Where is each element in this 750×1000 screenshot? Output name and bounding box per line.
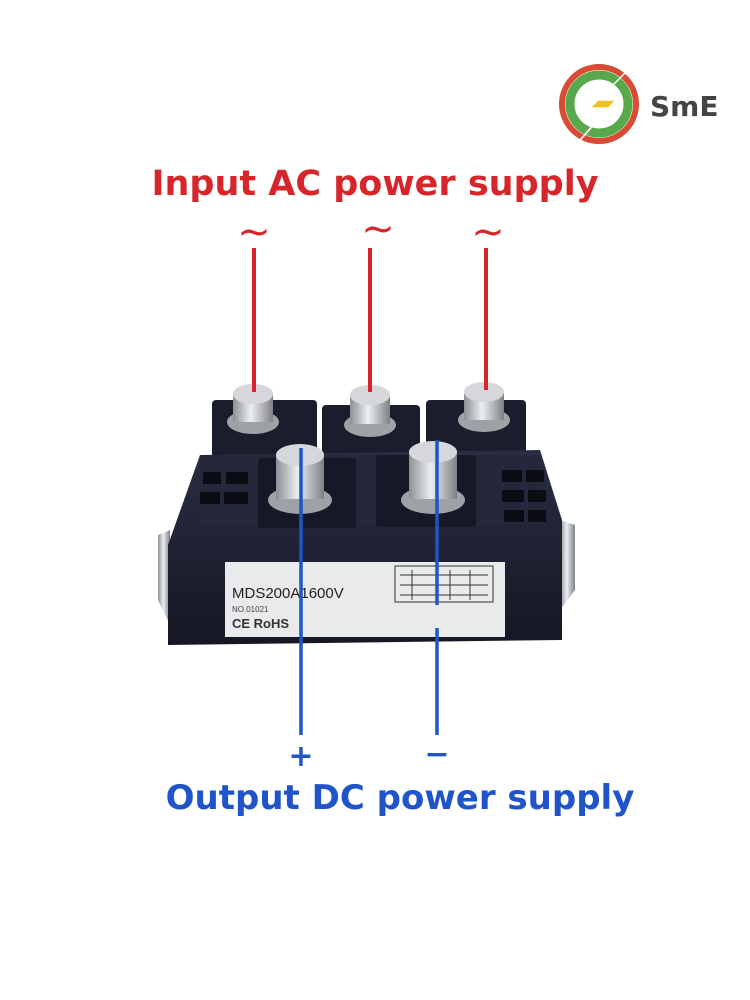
dc-plus-symbol: + [288,739,313,774]
bolt-ac-3 [458,382,510,432]
ac-symbol-1: ~ [237,209,271,255]
logo-text: SmE [650,90,719,123]
bolt-dc-minus [401,441,465,514]
dc-wires [299,440,439,735]
bridge-rectifier-schematic-icon [394,565,494,603]
module-model: MDS200A1600V [232,585,344,602]
ac-symbol-2: ~ [361,206,395,252]
bolt-ac-1 [227,384,279,434]
module-serial: NO.01021 [232,605,269,614]
output-title: Output DC power supply [165,778,635,818]
logo-ring-icon [559,64,639,144]
baseplate-right [560,520,575,610]
module-top-face [200,455,540,525]
ac-wires [252,248,488,392]
logo-inner-ring-icon [565,70,633,138]
input-title: Input AC power supply [151,164,599,204]
logo [559,63,639,157]
dc-minus-symbol: − [424,737,449,772]
lightning-bolt-icon [565,63,635,157]
module-marks: CE RoHS [232,616,289,631]
baseplate-left [158,530,170,625]
bolt-ac-2 [344,385,396,437]
ac-symbol-3: ~ [471,209,505,255]
vent-left [200,472,248,504]
vent-right [502,470,546,522]
